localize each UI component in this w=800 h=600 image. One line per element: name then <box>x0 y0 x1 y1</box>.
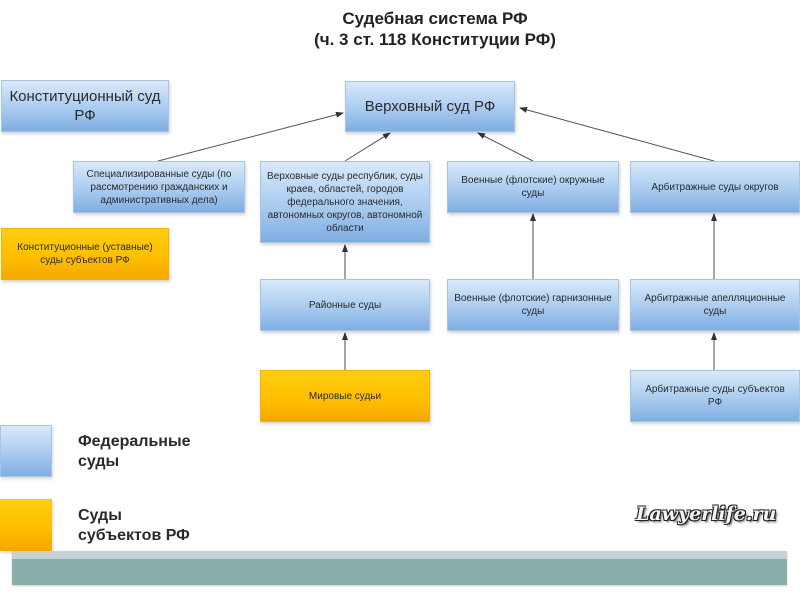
diagram-title: Судебная система РФ (ч. 3 ст. 118 Консти… <box>0 8 800 50</box>
arrow-arbitration-district-to-supreme <box>519 106 715 162</box>
node-arbitration-district-courts: Арбитражные суды округов <box>630 161 800 213</box>
legend-subject-line-1: Суды <box>78 507 122 524</box>
arrow-regional-to-supreme <box>344 132 391 162</box>
legend-federal-line-2: суды <box>78 453 120 470</box>
node-label: Конституционный суд РФ <box>9 88 161 124</box>
title-line-1: Судебная система РФ <box>342 9 528 28</box>
footer-bar <box>12 551 787 585</box>
node-label: Верховные суды республик, суды краев, об… <box>267 170 423 234</box>
node-label: Мировые судьи <box>308 390 382 402</box>
legend-federal-line-1: Федеральные <box>78 433 191 450</box>
legend-federal-label: Федеральные суды <box>78 432 191 472</box>
node-military-garrison-courts: Военные (флотские) гарнизонные суды <box>447 279 619 331</box>
node-label: Арбитражные апелляционные суды <box>644 293 786 317</box>
node-label: Специализированные суды (по рассмотрению… <box>86 168 232 206</box>
arrow-specialized-to-supreme <box>157 111 344 162</box>
node-label: Арбитражные суды округов <box>651 181 779 193</box>
node-specialized-courts: Специализированные суды (по рассмотрению… <box>73 161 245 213</box>
node-label: Верховный суд РФ <box>364 98 496 115</box>
node-label: Конституционные (уставные) суды субъекто… <box>17 242 153 266</box>
legend-federal-swatch <box>0 425 52 477</box>
node-label: Военные (флотские) окружные суды <box>461 175 605 199</box>
watermark-logo: Lawyerlife.ru <box>636 503 777 525</box>
node-magistrates: Мировые судьи <box>260 370 430 422</box>
node-constitutional-subject-courts: Конституционные (уставные) суды субъекто… <box>1 228 169 280</box>
node-supreme-court: Верховный суд РФ <box>345 81 515 132</box>
node-constitutional-court: Конституционный суд РФ <box>1 80 169 132</box>
node-regional-supreme-courts: Верховные суды республик, суды краев, об… <box>260 161 430 243</box>
legend-subject-line-2: субъектов РФ <box>78 527 190 544</box>
node-label: Районные суды <box>308 299 382 311</box>
legend-subject-swatch <box>0 499 52 551</box>
node-military-district-courts: Военные (флотские) окружные суды <box>447 161 619 213</box>
node-label: Арбитражные суды субъектов РФ <box>645 384 785 408</box>
node-district-courts: Районные суды <box>260 279 430 331</box>
legend-subject-label: Суды субъектов РФ <box>78 506 190 546</box>
node-arbitration-appeal-courts: Арбитражные апелляционные суды <box>630 279 800 331</box>
arrow-military-district-to-supreme <box>477 132 534 162</box>
node-label: Военные (флотские) гарнизонные суды <box>454 293 612 317</box>
title-line-2: (ч. 3 ст. 118 Конституции РФ) <box>314 30 556 49</box>
node-arbitration-subject-courts: Арбитражные суды субъектов РФ <box>630 370 800 422</box>
